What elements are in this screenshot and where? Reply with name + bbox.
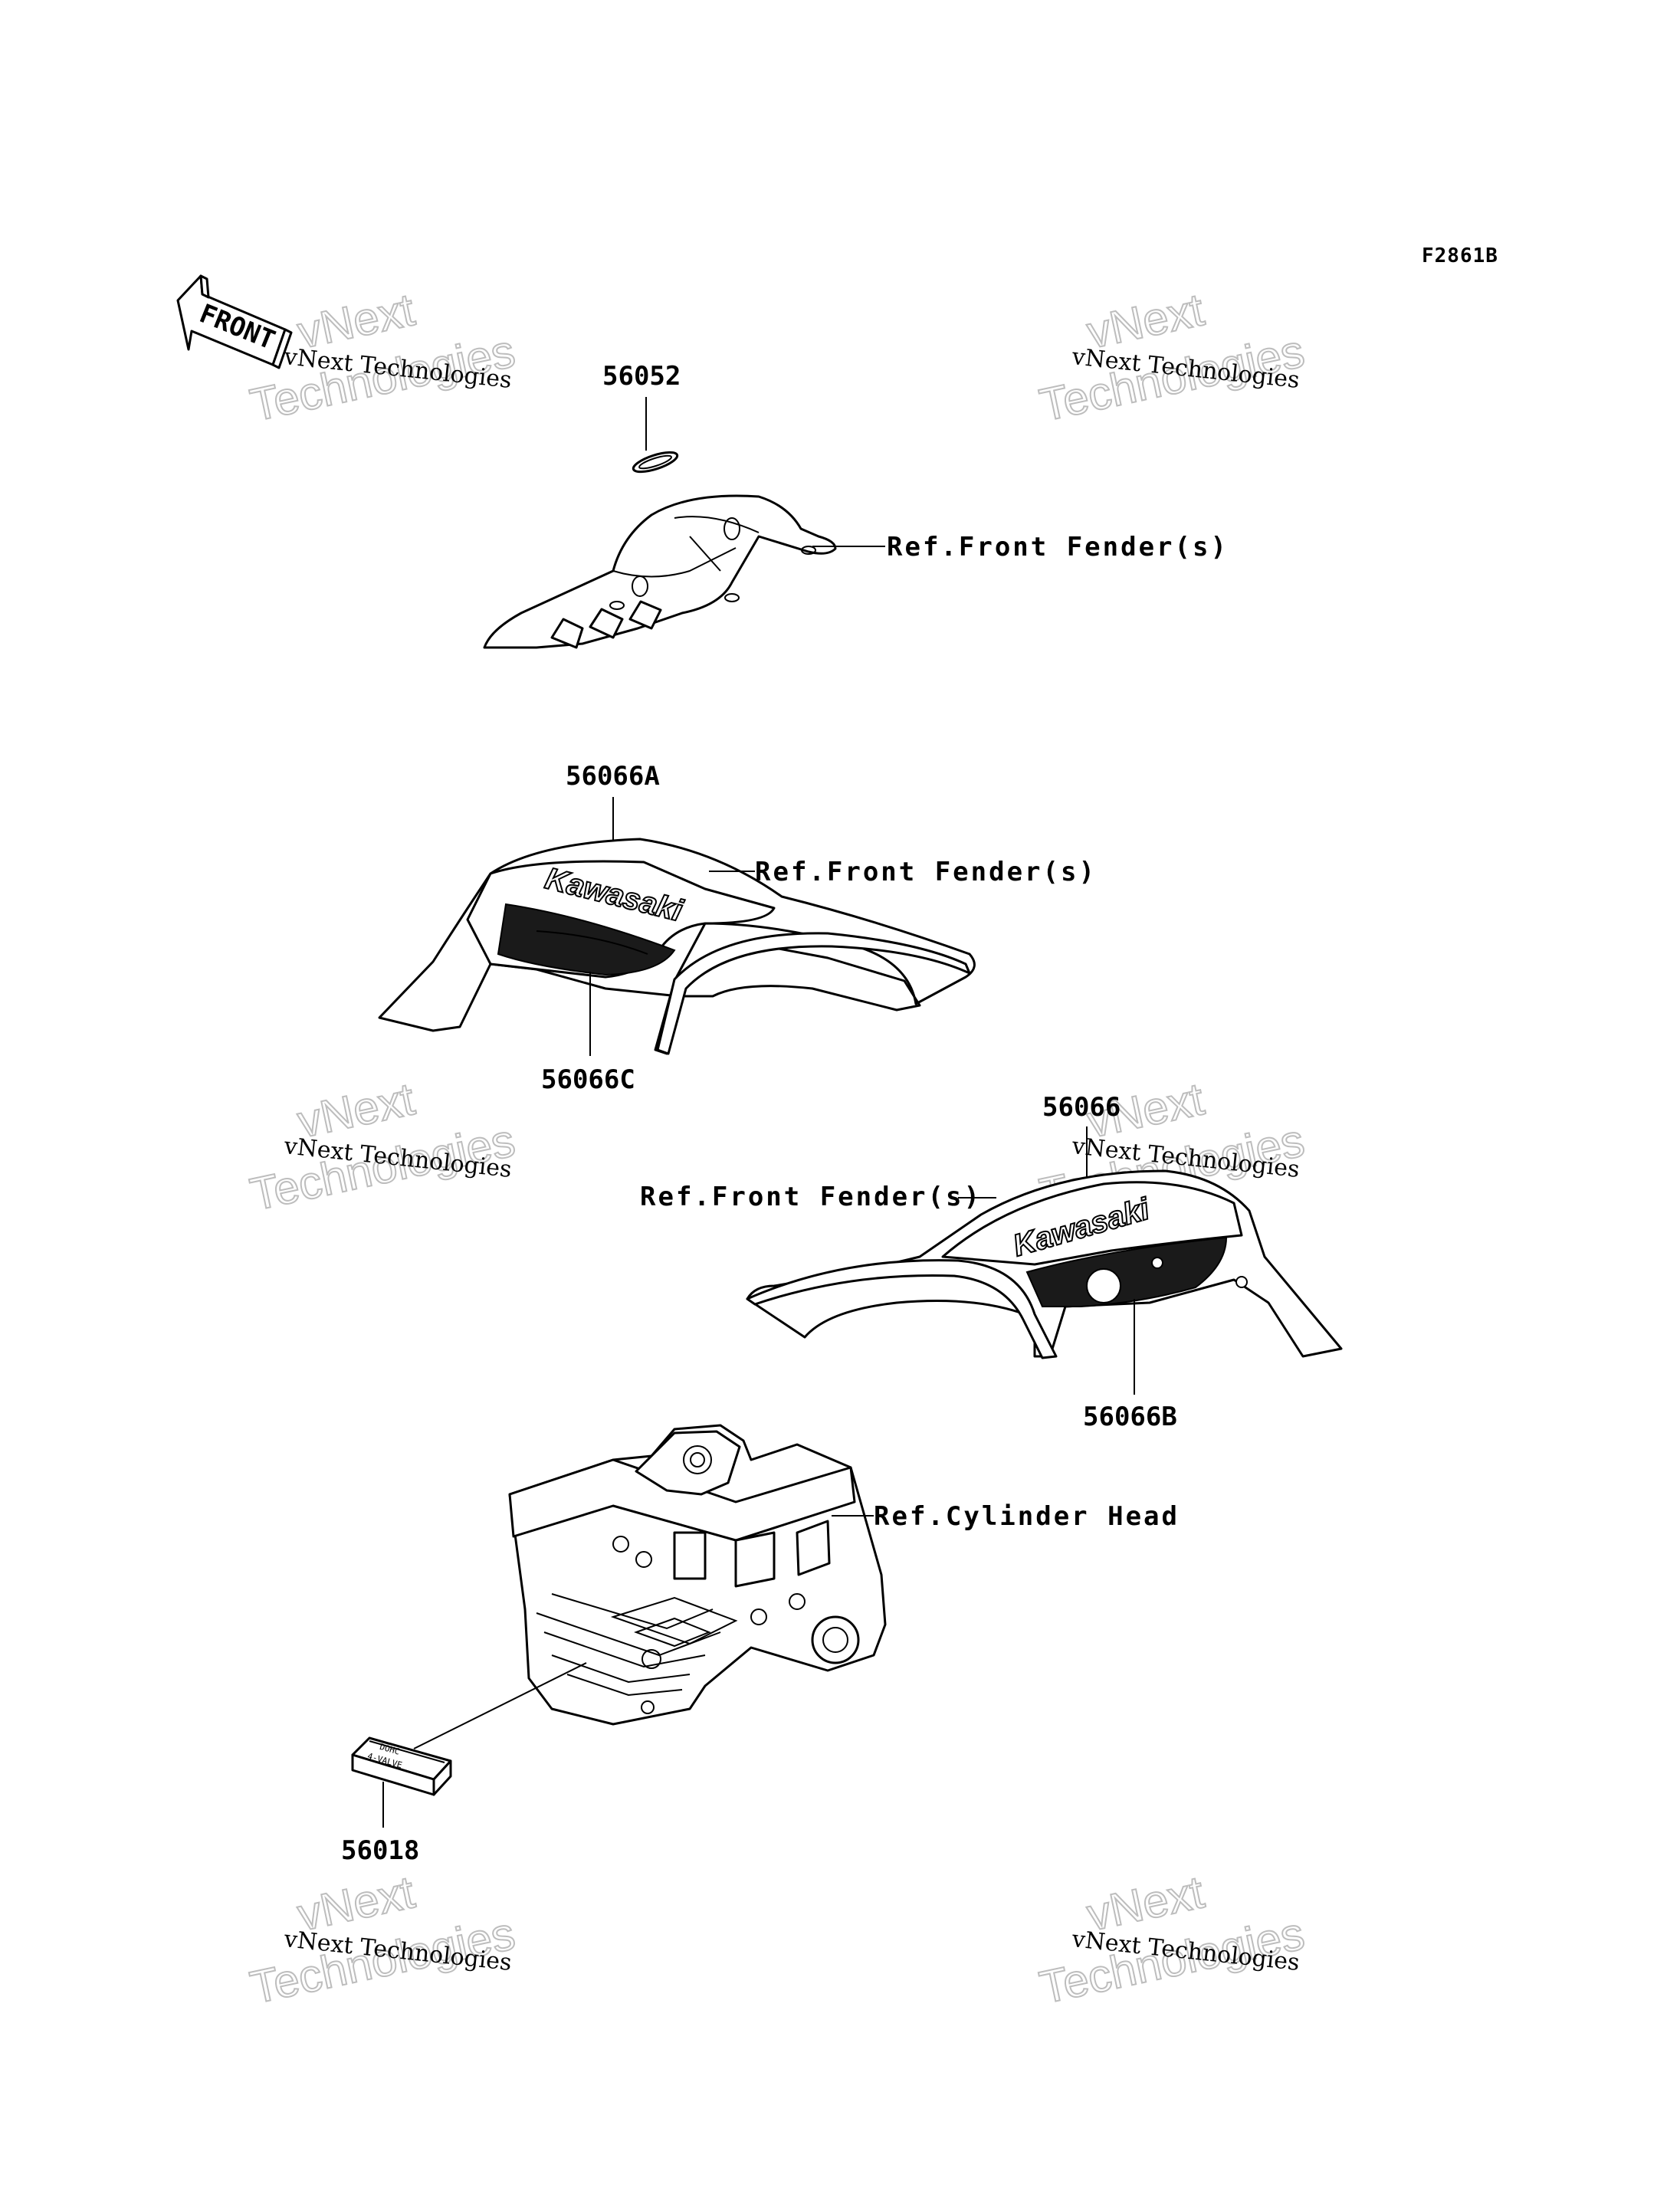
front-fender-emblem-group: 56052 Ref.Front Fender(s) — [483, 361, 1229, 649]
watermark-top-right: vNext Technologies — [1035, 283, 1310, 431]
part-number-56066B[interactable]: 56066B — [1083, 1402, 1177, 1432]
part-number-56052[interactable]: 56052 — [602, 361, 681, 392]
cylinder-head-label-group: Ref.Cylinder Head DOHC 4-VALVE 56018 — [341, 1424, 1180, 1866]
ref-cylinder-head[interactable]: Ref.Cylinder Head — [874, 1501, 1180, 1532]
left-front-fender-icon: Kawasaki — [378, 838, 976, 1055]
left-fender-decal-group: 56066A Kawasaki Ref.Front Fender(s) 5606… — [378, 761, 1097, 1095]
round-decal-icon — [1086, 1268, 1121, 1303]
part-number-56066[interactable]: 56066 — [1042, 1092, 1121, 1123]
part-number-56066C[interactable]: 56066C — [541, 1064, 635, 1095]
ref-front-fender-3[interactable]: Ref.Front Fender(s) — [640, 1182, 982, 1212]
dohc-label-plate-icon: DOHC 4-VALVE — [351, 1736, 452, 1796]
cylinder-head-icon — [508, 1424, 887, 1726]
ref-front-fender-1[interactable]: Ref.Front Fender(s) — [887, 532, 1229, 562]
part-number-56018[interactable]: 56018 — [341, 1835, 419, 1866]
right-fender-decal-group: 56066 Ref.Front Fender(s) Kawasaki 56066… — [640, 1092, 1343, 1432]
front-fender-piece-icon — [483, 494, 837, 649]
watermark-bottom-right: vNext Technologies — [1035, 1865, 1310, 2014]
right-front-fender-icon: Kawasaki — [746, 1169, 1343, 1359]
watermark-mid-left: vNext Technologies — [245, 1072, 520, 1221]
part-number-56066A[interactable]: 56066A — [566, 761, 660, 792]
front-arrow-icon: FRONT — [176, 274, 293, 369]
watermark-bottom-left: vNext Technologies — [245, 1865, 520, 2014]
figure-code: F2861B — [1422, 244, 1498, 267]
emblem-decal-icon — [632, 451, 679, 474]
ref-front-fender-2[interactable]: Ref.Front Fender(s) — [755, 857, 1097, 887]
